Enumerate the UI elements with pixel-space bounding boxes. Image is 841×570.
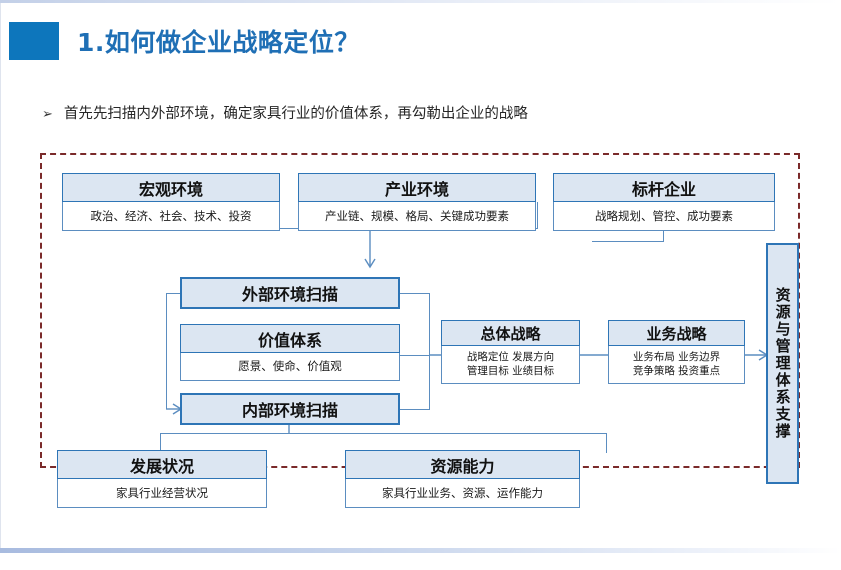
- node-benchmark-enterprise-detail: 战略规划、管控、成功要素: [553, 202, 775, 231]
- node-external-environment-scan[interactable]: 外部环境扫描: [180, 277, 400, 309]
- node-overall-strategy-detail-line2: 管理目标 业绩目标: [466, 364, 555, 377]
- node-business-strategy-detail: 业务布局 业务边界 竞争策略 投资重点: [608, 346, 745, 384]
- node-internal-environment-scan-title: 内部环境扫描: [180, 393, 400, 425]
- slide-left-edge: [0, 3, 1, 549]
- slide-bottom-rule: [0, 548, 841, 553]
- slide-top-rule: [0, 0, 841, 3]
- node-overall-strategy-title: 总体战略: [441, 320, 580, 346]
- node-development-status[interactable]: 发展状况 家具行业经营状况: [57, 450, 267, 508]
- connector-dev-up: [160, 433, 162, 453]
- node-benchmark-enterprise[interactable]: 标杆企业 战略规划、管控、成功要素: [553, 173, 775, 231]
- node-overall-strategy-detail: 战略定位 发展方向 管理目标 业绩目标: [441, 346, 580, 384]
- node-development-status-title: 发展状况: [57, 450, 267, 479]
- node-external-environment-scan-title: 外部环境扫描: [180, 277, 400, 309]
- page-title: 1.如何做企业战略定位？: [77, 28, 360, 57]
- connector-bottom-h: [160, 433, 607, 435]
- node-resource-management-support[interactable]: 资源与管理体系支撑: [766, 243, 799, 484]
- node-resource-capability-detail: 家具行业业务、资源、运作能力: [345, 479, 580, 508]
- bullet-row: ➢ 首先先扫描内外部环境，确定家具行业的价值体系，再勾勒出企业的战略: [42, 102, 528, 123]
- node-resource-capability-title: 资源能力: [345, 450, 580, 479]
- bullet-text: 首先先扫描内外部环境，确定家具行业的价值体系，再勾勒出企业的战略: [63, 106, 528, 122]
- node-resource-management-support-title: 资源与管理体系支撑: [773, 287, 792, 440]
- node-benchmark-enterprise-title: 标杆企业: [553, 173, 775, 202]
- node-industry-environment[interactable]: 产业环境 产业链、规模、格局、关键成功要素: [298, 173, 536, 231]
- connector-external-right: [400, 293, 430, 295]
- connector-left-bracket-top: [166, 293, 182, 295]
- connector-right-bracket-v: [429, 293, 431, 410]
- node-macro-environment-title: 宏观环境: [62, 173, 280, 202]
- node-business-strategy-detail-line2: 竞争策略 投资重点: [632, 364, 721, 377]
- node-industry-environment-title: 产业环境: [298, 173, 536, 202]
- title-accent-marker: [9, 22, 59, 60]
- node-resource-capability[interactable]: 资源能力 家具行业业务、资源、运作能力: [345, 450, 580, 508]
- connector-value-right: [400, 355, 430, 357]
- node-value-system[interactable]: 价值体系 愿景、使命、价值观: [180, 324, 400, 381]
- node-macro-environment-detail: 政治、经济、社会、技术、投资: [62, 202, 280, 231]
- strategy-diagram: 宏观环境 政治、经济、社会、技术、投资 产业环境 产业链、规模、格局、关键成功要…: [0, 140, 841, 540]
- node-business-strategy-title: 业务战略: [608, 320, 745, 346]
- arrow-bullet-icon: ➢: [42, 107, 53, 122]
- node-business-strategy-detail-line1: 业务布局 业务边界: [632, 351, 721, 364]
- node-internal-environment-scan[interactable]: 内部环境扫描: [180, 393, 400, 425]
- node-development-status-detail: 家具行业经营状况: [57, 479, 267, 508]
- connector-benchmark-down: [537, 202, 539, 229]
- connector-resource-up: [606, 433, 608, 453]
- connector-benchmark-support-h: [592, 241, 664, 243]
- node-business-strategy[interactable]: 业务战略 业务布局 业务边界 竞争策略 投资重点: [608, 320, 745, 384]
- node-overall-strategy[interactable]: 总体战略 战略定位 发展方向 管理目标 业绩目标: [441, 320, 580, 384]
- node-overall-strategy-detail-line1: 战略定位 发展方向: [466, 351, 555, 364]
- node-macro-environment[interactable]: 宏观环境 政治、经济、社会、技术、投资: [62, 173, 280, 231]
- node-industry-environment-detail: 产业链、规模、格局、关键成功要素: [298, 202, 536, 231]
- node-value-system-title: 价值体系: [180, 324, 400, 353]
- connector-internal-right: [400, 409, 430, 411]
- node-value-system-detail: 愿景、使命、价值观: [180, 353, 400, 381]
- connector-left-bracket-v: [166, 293, 168, 409]
